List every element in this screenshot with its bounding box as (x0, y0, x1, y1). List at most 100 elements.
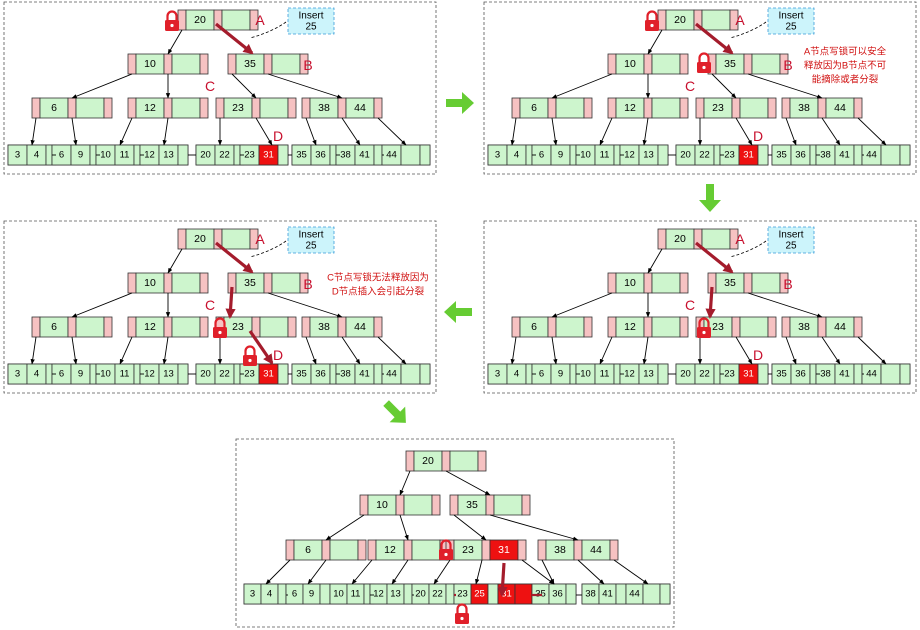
key-slot (403, 494, 433, 516)
insert-pointer (249, 240, 287, 258)
leaf-key: 9 (558, 369, 563, 380)
key-slot (259, 316, 289, 338)
panel-frame (235, 438, 675, 628)
label-c: C (205, 297, 215, 313)
insert-pointer (729, 21, 767, 39)
child-pointer (781, 316, 791, 338)
leaf-key: 11 (120, 150, 130, 161)
child-pointer (853, 97, 863, 119)
node-6: 6 (285, 539, 367, 561)
lock-keyhole (650, 23, 654, 28)
label-d: D (753, 128, 763, 144)
tree-edge (71, 336, 78, 365)
leaf-link-slot (757, 363, 769, 385)
tree-edge (711, 73, 737, 99)
panel-frame (3, 1, 437, 175)
node-key: 35 (244, 277, 256, 289)
leaf-key: 20 (200, 369, 211, 380)
descent-arrow (225, 286, 236, 320)
child-pointer (127, 316, 137, 338)
tree-edge (255, 117, 273, 146)
node-key: 44 (834, 321, 846, 333)
node-key: 6 (51, 321, 57, 333)
label-c: C (685, 297, 695, 313)
leaf-key: 13 (390, 589, 401, 600)
node-key: 10 (144, 58, 156, 70)
root-node: 20 (657, 9, 739, 31)
key-slot (329, 539, 359, 561)
leaf-key: 38 (340, 369, 351, 380)
child-pointer (127, 97, 137, 119)
lock-shackle (456, 603, 468, 613)
leaf-key: 11 (600, 150, 610, 161)
leaf-key: 31 (263, 150, 274, 161)
child-pointer (67, 97, 77, 119)
tree-edge (475, 559, 483, 585)
node-key: 23 (712, 321, 724, 333)
label-b: B (783, 276, 792, 292)
child-pointer (731, 316, 741, 338)
child-pointer (607, 272, 617, 294)
label-d: D (273, 347, 283, 363)
tree-edge (821, 117, 841, 146)
leaf-key: 23 (244, 369, 255, 380)
insert-bubble-text: Insert (778, 11, 803, 22)
insert-bubble-text: Insert (298, 230, 323, 241)
panel-frame (3, 220, 437, 394)
tree-edge (642, 117, 649, 146)
leaf-node: 44 (861, 363, 911, 385)
child-pointer (103, 97, 113, 119)
leaf-key: 41 (359, 150, 370, 161)
leaf-link-slot (177, 144, 189, 166)
child-pointer (287, 316, 297, 338)
key-slot (75, 97, 105, 119)
node-35: 35 (449, 494, 531, 516)
leaf-key: 3 (495, 150, 500, 161)
green-arrow-icon (444, 301, 472, 323)
note-line: 能摘除或者分裂 (812, 74, 879, 86)
tree-edge (377, 336, 407, 365)
child-pointer (779, 53, 789, 75)
key-slot (701, 228, 731, 250)
tree-edge (71, 292, 133, 318)
tree-edge (71, 73, 133, 99)
node-key: 10 (144, 277, 156, 289)
leaf-key: 12 (373, 589, 384, 600)
green-arrow-shape (446, 92, 474, 114)
leaf-key: 13 (163, 369, 174, 380)
tree-edge (399, 514, 409, 541)
child-pointer (657, 228, 667, 250)
node-key: 44 (354, 321, 366, 333)
leaf-link-slot (899, 144, 911, 166)
tree-edge (647, 248, 663, 274)
leaf-key: 10 (580, 369, 591, 380)
insert-bubble-text: Insert (778, 230, 803, 241)
child-pointer (31, 97, 41, 119)
insert-bubble-box (287, 7, 335, 35)
tree-edge (551, 336, 558, 365)
label-b: B (303, 57, 312, 73)
node-key: 35 (724, 58, 736, 70)
child-pointer (287, 97, 297, 119)
leaf-key: 31 (743, 369, 754, 380)
leaf-key: 12 (624, 150, 635, 161)
insert-bubble-value: 25 (305, 241, 317, 252)
insert-pointer (729, 240, 767, 258)
child-pointer (729, 9, 739, 31)
node-key: 44 (354, 102, 366, 114)
node-key: 23 (232, 321, 244, 333)
insert-bubble-box (767, 226, 815, 254)
node-c: 23 (215, 316, 297, 338)
child-pointer (199, 272, 209, 294)
leaf-link-slot (657, 144, 669, 166)
